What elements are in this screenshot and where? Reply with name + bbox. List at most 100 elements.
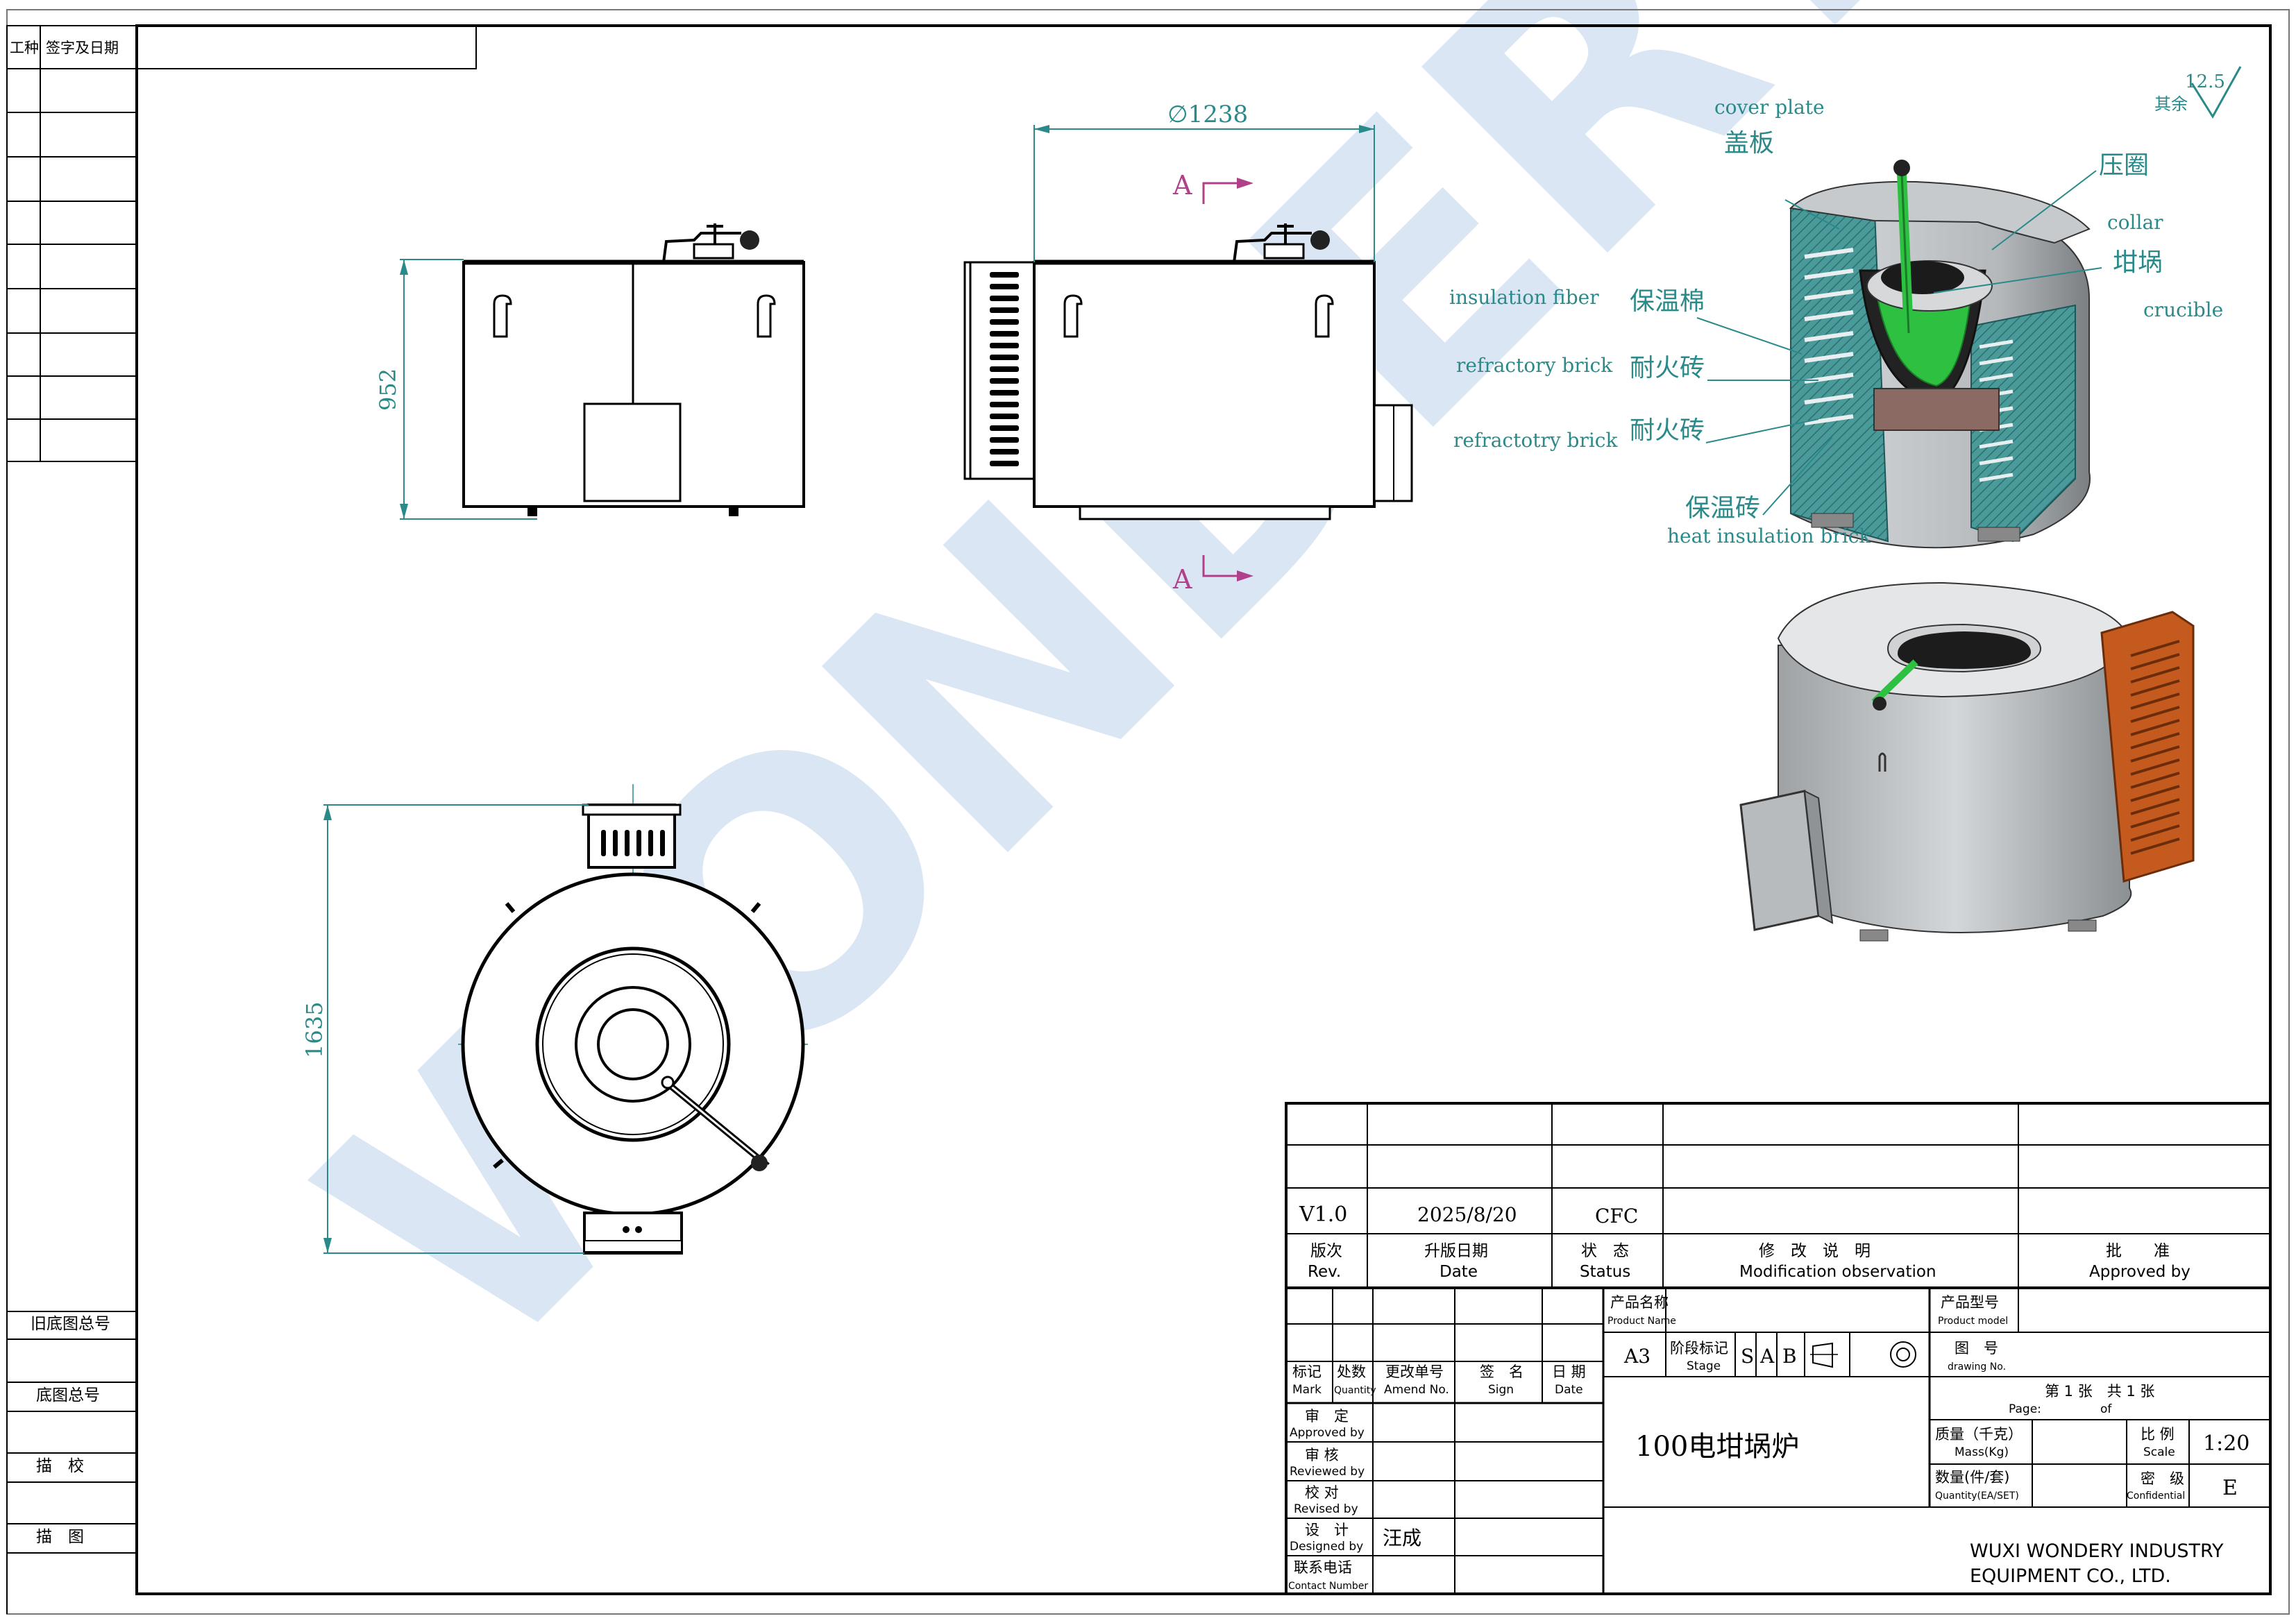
quantity-label-cn: 数量(件/套): [1935, 1469, 2009, 1486]
mark-label-cn: 标记: [1292, 1363, 1322, 1380]
brick-slot: [1979, 339, 2014, 349]
vent-slot: [990, 461, 1019, 466]
brick-slot: [1804, 269, 1854, 280]
label-cover-plate-en: cover plate: [1714, 96, 1825, 119]
surface-other-text: 其余: [2154, 94, 2188, 114]
vent-slot: [2130, 719, 2180, 736]
contact-label-cn: 联系电话: [1294, 1559, 1352, 1576]
stage-s: S: [1741, 1345, 1754, 1368]
label-cover-plate-cn: 盖板: [1724, 129, 1774, 158]
drawing-title: 100电坩埚炉: [1635, 1431, 1799, 1463]
scale-value: 1:20: [2203, 1431, 2249, 1456]
dimension-height: 952: [375, 368, 401, 411]
label-collar-en: collar: [2107, 211, 2163, 234]
brick-slot: [1979, 356, 2014, 366]
vent-slot: [601, 830, 606, 856]
dimension-diameter: ∅1238: [1167, 101, 1248, 128]
section-iso-view: cover plate 盖板 压圈 collar 坩埚 crucible ins…: [1449, 96, 2223, 549]
vent-slot: [613, 830, 618, 856]
confidential-value: E: [2222, 1476, 2238, 1500]
status-value: CFC: [1595, 1205, 1638, 1227]
confidential-label-cn: 密 级: [2141, 1470, 2184, 1487]
title-block: [1285, 1102, 2272, 1595]
vent-slot: [990, 319, 1019, 325]
vent-slot: [2130, 706, 2180, 723]
section-mark-bottom: A: [1172, 564, 1192, 595]
vent-slot: [660, 830, 665, 856]
side-view: ∅1238 A A: [963, 101, 1413, 595]
vent-slot: [990, 378, 1019, 384]
contact-label-en: Contact Number: [1288, 1581, 1368, 1592]
vent-slot: [2130, 838, 2180, 855]
rev-label-cn: 版次: [1310, 1242, 1342, 1260]
company-line-1: WUXI WONDERY INDUSTRY: [1970, 1540, 2224, 1562]
label-insulation-fiber-cn: 保温棉: [1630, 287, 1705, 316]
date-label-en: Date: [1440, 1263, 1478, 1281]
page-label-cn: 第 1 张 共 1 张: [2045, 1383, 2154, 1400]
label-refractory-brick-en: refractory brick: [1456, 354, 1613, 377]
strip-header-sign: 签字及日期: [46, 40, 119, 56]
section-brick-slots: [1804, 248, 2014, 482]
rev-label-en: Rev.: [1308, 1263, 1341, 1281]
stage-b: B: [1782, 1345, 1797, 1368]
brick-slot: [1804, 248, 1854, 259]
vent-slot: [990, 307, 1019, 313]
mass-label-cn: 质量（千克）: [1935, 1426, 2023, 1443]
quantity-count-label-cn: 处数: [1337, 1363, 1366, 1380]
side-vent-slots: [969, 262, 1019, 479]
brick-slot: [1979, 456, 2014, 466]
strip-header-trade: 工种: [10, 40, 39, 56]
old-drawing-number-label: 旧底图总号: [31, 1315, 110, 1333]
vent-slot: [2130, 732, 2180, 749]
surface-finish-symbol: 12.5 其余: [2154, 66, 2242, 119]
label-crucible-cn: 坩埚: [2113, 248, 2163, 277]
reviewed-label-cn: 审 核: [1305, 1447, 1339, 1463]
designer-name: 汪成: [1383, 1527, 1421, 1549]
page-label-en: Page:: [2009, 1402, 2041, 1416]
watermark: WONDERY: [248, 0, 2014, 1434]
top-left-box: 工种 签字及日期: [6, 25, 477, 69]
vent-slot: [2130, 811, 2180, 829]
product-model-label-en: Product model: [1938, 1316, 2008, 1327]
label-refractotry-brick-en: refractotry brick: [1453, 429, 1618, 452]
vent-slot: [990, 284, 1019, 289]
designed-label-en: Designed by: [1290, 1540, 1363, 1554]
modification-label-cn: 修 改 说 明: [1759, 1242, 1871, 1260]
watermark-text: WONDERY: [248, 0, 2014, 1434]
section-mark-top: A: [1172, 170, 1192, 201]
surface-roughness-value: 12.5: [2185, 71, 2225, 92]
product-name-label-cn: 产品名称: [1610, 1294, 1669, 1311]
confidential-label-en: Confidential: [2127, 1490, 2185, 1502]
trace-label: 描 图: [36, 1528, 84, 1546]
vent-slot: [990, 331, 1019, 337]
vent-slot: [990, 414, 1019, 419]
modification-label-en: Modification observation: [1739, 1263, 1936, 1281]
top-vent-slots: [601, 830, 665, 856]
exterior-iso-view: [1739, 581, 2195, 942]
vent-slot: [636, 830, 641, 856]
approved-label-en: Approved by: [1290, 1426, 1365, 1440]
scale-label-cn: 比 例: [2141, 1426, 2175, 1443]
brick-slot: [1979, 473, 2014, 482]
vent-slot: [2130, 785, 2180, 802]
vent-slot: [990, 296, 1019, 301]
brick-slot: [1804, 352, 1854, 363]
vent-slot: [2130, 824, 2180, 842]
label-refractory-brick-cn: 耐火砖: [1630, 354, 1705, 382]
base-drawing-number-label: 底图总号: [36, 1386, 100, 1404]
scale-label-en: Scale: [2143, 1445, 2175, 1459]
title-block-text: V1.0 2025/8/20 CFC 版次 Rev. 升版日期 Date 状 态…: [1288, 1203, 2249, 1592]
dimension-top-width: 1635: [301, 1002, 328, 1058]
approval-label-cn: 批 准: [2106, 1242, 2170, 1260]
approved-label-cn: 审 定: [1305, 1408, 1349, 1425]
brick-slot: [1979, 373, 2014, 382]
label-insulation-fiber-en: insulation fiber: [1449, 286, 1599, 309]
designed-label-cn: 设 计: [1305, 1522, 1349, 1538]
vent-slot: [990, 425, 1019, 431]
left-strip: [6, 68, 137, 1614]
brick-slot: [1804, 414, 1854, 425]
status-label-cn: 状 态: [1581, 1242, 1629, 1260]
front-view: 952: [375, 223, 805, 520]
reviewed-label-en: Reviewed by: [1290, 1465, 1365, 1479]
